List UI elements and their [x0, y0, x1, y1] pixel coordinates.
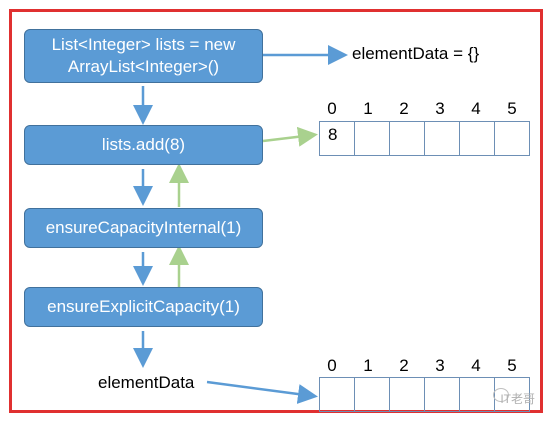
diagram-frame — [9, 9, 543, 413]
array-top-cell — [424, 121, 460, 156]
array-top-index: 3 — [435, 99, 445, 118]
array-bottom-index: 5 — [507, 356, 517, 375]
array-bottom-cell — [319, 377, 355, 412]
watermark: IT老哥 — [500, 392, 535, 406]
elementdata-label: elementData — [98, 373, 195, 392]
array-top-index: 5 — [507, 99, 517, 118]
array-bottom-index: 4 — [471, 356, 481, 375]
array-top-index: 1 — [363, 99, 373, 118]
array-top-cell: 8 — [319, 121, 355, 156]
elementdata-empty-label: elementData = {} — [352, 44, 480, 63]
array-bottom-cell — [389, 377, 425, 412]
array-top-index: 4 — [471, 99, 481, 118]
init-box: List<Integer> lists = new ArrayList<Inte… — [24, 29, 263, 83]
array-top-cell — [389, 121, 425, 156]
array-top: 8 — [319, 121, 530, 156]
array-top-indices: 0 1 2 3 4 5 — [314, 99, 530, 119]
array-bottom-indices: 0 1 2 3 4 5 — [314, 356, 530, 376]
ensure-capacity-internal-box: ensureCapacityInternal(1) — [24, 208, 263, 248]
array-top-cell — [354, 121, 390, 156]
array-bottom-index: 3 — [435, 356, 445, 375]
arrow-elementdata-to-array — [206, 380, 318, 404]
array-bottom-cell — [459, 377, 495, 412]
array-bottom-cell — [424, 377, 460, 412]
array-top-index: 0 — [327, 99, 337, 118]
array-top-cell — [459, 121, 495, 156]
array-bottom-cell — [354, 377, 390, 412]
array-bottom-index: 0 — [327, 356, 337, 375]
array-bottom-index: 1 — [363, 356, 373, 375]
arrow-add-to-array — [262, 126, 318, 147]
array-bottom-index: 2 — [399, 356, 409, 375]
ensure-explicit-capacity-box: ensureExplicitCapacity(1) — [24, 287, 263, 327]
array-top-cell — [494, 121, 530, 156]
watermark-logo-icon — [493, 388, 509, 402]
array-top-index: 2 — [399, 99, 409, 118]
add-box: lists.add(8) — [24, 125, 263, 165]
